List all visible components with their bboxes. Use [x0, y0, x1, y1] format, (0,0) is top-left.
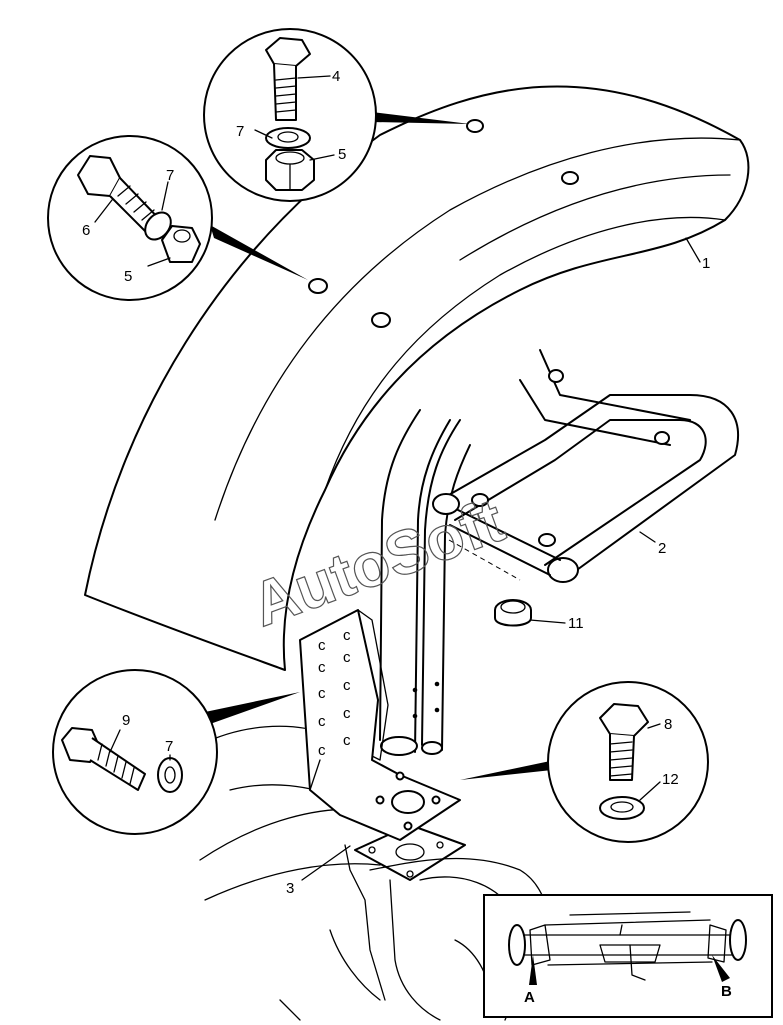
- callout-5-left: 5: [124, 268, 132, 285]
- tube-end-plug: [494, 599, 532, 627]
- bracket-hole-mark: c: [318, 637, 326, 654]
- callout-9: 9: [122, 712, 130, 729]
- callout-6: 6: [82, 222, 90, 239]
- callout-leaders: [94, 75, 701, 881]
- detail-circle-bottom-left: [52, 669, 300, 835]
- callout-8: 8: [664, 716, 672, 733]
- callout-7-left: 7: [166, 167, 174, 184]
- bracket-hole-mark: c: [318, 685, 326, 702]
- bracket-hole-mark: c: [343, 732, 351, 749]
- callout-12: 12: [662, 771, 679, 788]
- callout-numbers: 4 7 5 7 6 5 1 2 11 9 7 8 12 3: [82, 68, 710, 897]
- detail-circle-top: [203, 28, 470, 202]
- mounting-bracket: c c c c c c c c c c: [299, 609, 461, 841]
- callout-5-top: 5: [338, 146, 346, 163]
- fender-support-stay: [379, 349, 739, 756]
- bracket-hole-mark: c: [343, 677, 351, 694]
- bracket-hole-mark: c: [318, 713, 326, 730]
- detail-circle-bottom-right: [460, 681, 709, 843]
- callout-1: 1: [702, 255, 710, 272]
- mounting-hole: [561, 171, 579, 185]
- bracket-hole-mark: c: [318, 742, 326, 759]
- callout-4: 4: [332, 68, 340, 85]
- bracket-hole-mark: c: [343, 705, 351, 722]
- callout-7-top: 7: [236, 123, 244, 140]
- bracket-hole-mark: c: [343, 627, 351, 644]
- mounting-hole: [466, 119, 484, 133]
- callout-11: 11: [568, 615, 584, 632]
- bracket-hole-mark: c: [343, 649, 351, 666]
- inset-label-b: B: [721, 983, 732, 1000]
- mounting-hole: [308, 278, 328, 294]
- bracket-hole-mark: c: [318, 659, 326, 676]
- callout-3: 3: [286, 880, 294, 897]
- mounting-hole: [371, 312, 391, 328]
- detail-circle-left: [47, 135, 308, 301]
- inset-label-a: A: [524, 989, 535, 1006]
- inset-axle-locator: A B: [483, 894, 773, 1018]
- callout-2: 2: [658, 540, 666, 557]
- callout-7-bottom: 7: [165, 738, 173, 755]
